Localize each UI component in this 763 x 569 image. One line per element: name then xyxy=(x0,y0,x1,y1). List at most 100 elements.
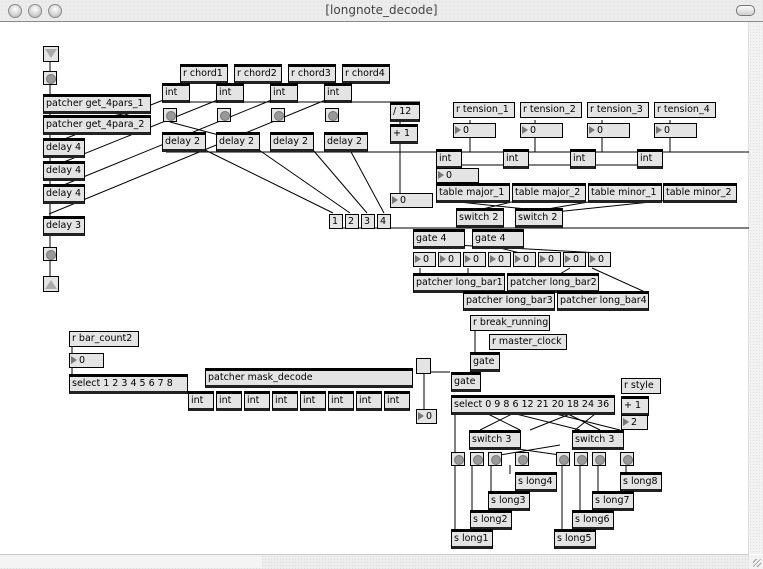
patcher-long-bar1[interactable]: patcher long_bar1 xyxy=(413,273,505,293)
bang-button[interactable] xyxy=(217,108,231,122)
horizontal-scrollbar[interactable] xyxy=(0,554,749,569)
gate-object[interactable]: gate xyxy=(451,372,481,392)
int-object[interactable]: int xyxy=(216,391,242,411)
delay-2-object[interactable]: delay 2 xyxy=(324,132,368,152)
number-box[interactable]: 0 xyxy=(69,353,104,368)
table-major-2[interactable]: table major_2 xyxy=(512,183,586,203)
int-object[interactable]: int xyxy=(216,83,244,103)
number-box[interactable]: 0 xyxy=(438,252,461,267)
int-object[interactable]: int xyxy=(300,391,326,411)
receive-bar-count2[interactable]: r bar_count2 xyxy=(69,331,139,347)
receive-chord3[interactable]: r chord3 xyxy=(288,64,336,84)
delay-2-object[interactable]: delay 2 xyxy=(216,132,260,152)
int-object[interactable]: int xyxy=(162,83,190,103)
divide-12-object[interactable]: / 12 xyxy=(390,102,420,122)
send-long3[interactable]: s long3 xyxy=(488,491,530,511)
receive-style[interactable]: r style xyxy=(621,378,661,394)
message-box-3[interactable]: 3 xyxy=(361,214,375,229)
int-object[interactable]: int xyxy=(324,83,352,103)
receive-chord1[interactable]: r chord1 xyxy=(180,64,228,84)
send-long1[interactable]: s long1 xyxy=(451,529,493,549)
number-box[interactable]: 0 xyxy=(453,123,496,138)
vertical-scrollbar[interactable] xyxy=(748,22,763,554)
send-long2[interactable]: s long2 xyxy=(470,510,512,530)
int-object[interactable]: int xyxy=(272,391,298,411)
int-object[interactable]: int xyxy=(384,391,410,411)
bang-button[interactable] xyxy=(271,108,285,122)
patcher-get-4para-2[interactable]: patcher get_4para_2 xyxy=(43,115,151,135)
delay-2-object[interactable]: delay 2 xyxy=(270,132,314,152)
message-box-1[interactable]: 1 xyxy=(329,214,343,229)
int-object[interactable]: int xyxy=(188,391,214,411)
scrollbar-thumb[interactable] xyxy=(0,556,262,568)
receive-tension-1[interactable]: r tension_1 xyxy=(453,102,515,118)
number-box[interactable]: 0 xyxy=(436,168,479,183)
receive-tension-2[interactable]: r tension_2 xyxy=(520,102,582,118)
number-box[interactable]: 0 xyxy=(587,123,630,138)
number-box[interactable]: 0 xyxy=(488,252,511,267)
send-long8[interactable]: s long8 xyxy=(620,472,662,492)
int-object[interactable]: int xyxy=(244,391,270,411)
plus-1-object[interactable]: + 1 xyxy=(621,396,649,416)
toggle[interactable] xyxy=(416,358,431,374)
receive-master-clock[interactable]: r master_clock xyxy=(489,334,567,350)
bang-button[interactable] xyxy=(470,452,484,466)
int-object[interactable]: int xyxy=(270,83,298,103)
send-long6[interactable]: s long6 xyxy=(572,510,614,530)
table-minor-2[interactable]: table minor_2 xyxy=(663,183,737,203)
resize-grip-icon[interactable] xyxy=(749,555,763,569)
patcher-long-bar3[interactable]: patcher long_bar3 xyxy=(463,291,555,311)
close-window-button[interactable] xyxy=(8,4,22,18)
bang-button[interactable] xyxy=(574,452,588,466)
number-box[interactable]: 0 xyxy=(520,123,563,138)
switch-2-object[interactable]: switch 2 xyxy=(515,208,563,228)
delay-4-object[interactable]: delay 4 xyxy=(43,138,85,158)
bang-button[interactable] xyxy=(620,452,634,466)
message-box-4[interactable]: 4 xyxy=(377,214,391,229)
message-box-2[interactable]: 2 xyxy=(345,214,359,229)
int-object[interactable]: int xyxy=(570,149,596,169)
bang-button[interactable] xyxy=(325,108,339,122)
patcher-mask-decode[interactable]: patcher mask_decode xyxy=(205,368,413,388)
gate-4-object[interactable]: gate 4 xyxy=(472,229,524,249)
int-object[interactable]: int xyxy=(436,149,462,169)
receive-tension-3[interactable]: r tension_3 xyxy=(587,102,649,118)
number-box[interactable]: 2 xyxy=(621,415,648,430)
gate-4-object[interactable]: gate 4 xyxy=(413,229,465,249)
table-major-1[interactable]: table major_1 xyxy=(436,183,510,203)
delay-4-object[interactable]: delay 4 xyxy=(43,161,85,181)
minimize-window-button[interactable] xyxy=(28,4,42,18)
patcher-inlet[interactable] xyxy=(43,46,59,62)
int-object[interactable]: int xyxy=(503,149,529,169)
title-bar[interactable]: [longnote_decode] xyxy=(0,0,763,22)
select-big-object[interactable]: select 0 9 8 6 12 21 20 18 24 36 xyxy=(451,395,615,415)
number-box[interactable]: 0 xyxy=(654,123,697,138)
bang-button[interactable] xyxy=(515,452,529,466)
delay-2-object[interactable]: delay 2 xyxy=(162,132,206,152)
int-object[interactable]: int xyxy=(328,391,354,411)
switch-3-object[interactable]: switch 3 xyxy=(469,430,521,450)
bang-button[interactable] xyxy=(163,108,177,122)
gate-object[interactable]: gate xyxy=(470,352,500,372)
number-box[interactable]: 0 xyxy=(513,252,536,267)
number-box[interactable]: 0 xyxy=(563,252,586,267)
delay-4-object[interactable]: delay 4 xyxy=(43,184,85,204)
patcher-long-bar2[interactable]: patcher long_bar2 xyxy=(507,273,599,293)
bang-button[interactable] xyxy=(556,452,570,466)
number-box[interactable]: 0 xyxy=(416,409,437,424)
delay-3-object[interactable]: delay 3 xyxy=(43,216,85,236)
switch-2-object[interactable]: switch 2 xyxy=(456,208,504,228)
send-long5[interactable]: s long5 xyxy=(554,529,596,549)
int-object[interactable]: int xyxy=(356,391,382,411)
bang-button[interactable] xyxy=(488,452,502,466)
patcher-get-4pars-1[interactable]: patcher get_4pars_1 xyxy=(43,94,151,114)
send-long4[interactable]: s long4 xyxy=(515,472,557,492)
receive-chord4[interactable]: r chord4 xyxy=(342,64,390,84)
receive-chord2[interactable]: r chord2 xyxy=(234,64,282,84)
plus-1-object[interactable]: + 1 xyxy=(390,124,418,144)
switch-3-object[interactable]: switch 3 xyxy=(572,430,624,450)
number-box[interactable]: 0 xyxy=(390,193,433,208)
number-box[interactable]: 0 xyxy=(413,252,436,267)
receive-tension-4[interactable]: r tension_4 xyxy=(654,102,716,118)
bang-button[interactable] xyxy=(592,452,606,466)
